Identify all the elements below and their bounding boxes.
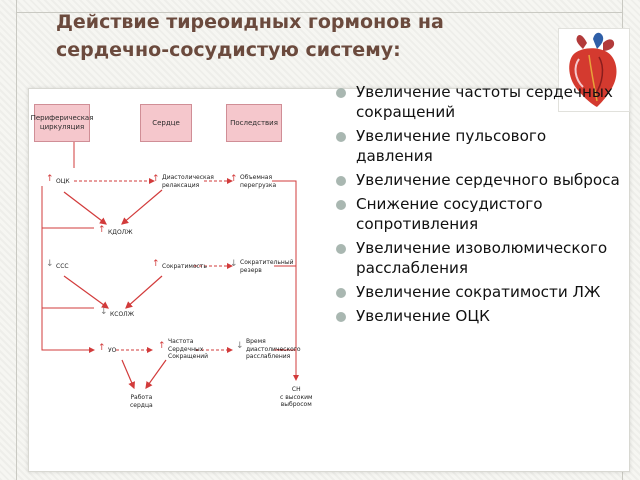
node-volume-overload: Объемная перегрузка — [240, 174, 277, 189]
node-sss: ССС — [56, 263, 69, 270]
increase-arrow-icon: ↑ — [158, 341, 166, 351]
node-diastolic-relaxation: Диастолическая релаксация — [162, 174, 214, 189]
header-heart: Сердце — [140, 104, 192, 142]
slide-title: Действие тиреоидных гормонов на сердечно… — [56, 11, 444, 61]
frame-line — [16, 12, 623, 13]
decrease-arrow-icon: ↓ — [46, 259, 54, 269]
list-item: Увеличение частоты сердечных сокращений — [336, 82, 626, 122]
heart-anatomy-icon — [569, 32, 617, 107]
diagram-connectors — [41, 142, 299, 390]
node-heart-work: Работа сердца — [130, 394, 153, 409]
bullet-icon — [336, 132, 346, 142]
bullet-icon — [336, 200, 346, 210]
list-item: Увеличение изоволюмического расслабления — [336, 238, 626, 278]
decrease-arrow-icon: ↓ — [230, 259, 238, 269]
increase-arrow-icon: ↑ — [98, 343, 106, 353]
bullet-icon — [336, 288, 346, 298]
node-ock: ОЦК — [56, 178, 70, 185]
frame-line — [16, 0, 17, 480]
node-ksolzh: КСОЛЖ — [110, 311, 135, 318]
bullet-icon — [336, 176, 346, 186]
list-item: Снижение сосудистого сопротивления — [336, 194, 626, 234]
node-contractility: Сократимость — [162, 263, 207, 270]
heart-image — [558, 28, 630, 112]
increase-arrow-icon: ↑ — [152, 259, 160, 269]
node-contractile-reserve: Сократительный резерв — [240, 259, 294, 274]
list-item: Увеличение сократимости ЛЖ — [336, 282, 626, 302]
node-high-output-hf: СН с высоким выбросом — [280, 386, 313, 408]
increase-arrow-icon: ↑ — [98, 225, 106, 235]
decrease-arrow-icon: ↓ — [100, 307, 108, 317]
node-kdolzh: КДОЛЖ — [108, 229, 133, 236]
flow-diagram: Периферическая циркуляция Сердце Последс… — [31, 98, 318, 436]
node-diastolic-time: Время диастолического расслабления — [246, 338, 301, 360]
list-item: Увеличение сердечного выброса — [336, 170, 626, 190]
node-uo: УО — [108, 347, 117, 354]
node-heart-rate: Частота Сердечных Сокращений — [168, 338, 209, 360]
decrease-arrow-icon: ↓ — [236, 341, 244, 351]
header-peripheral: Периферическая циркуляция — [31, 104, 93, 142]
increase-arrow-icon: ↑ — [230, 174, 238, 184]
increase-arrow-icon: ↑ — [152, 174, 160, 184]
list-item: Увеличение ОЦК — [336, 306, 626, 326]
bullet-icon — [336, 312, 346, 322]
list-item: Увеличение пульсового давления — [336, 126, 626, 166]
bullet-icon — [336, 88, 346, 98]
header-consequences: Последствия — [226, 104, 282, 142]
increase-arrow-icon: ↑ — [46, 174, 54, 184]
bullet-icon — [336, 244, 346, 254]
effects-list: Увеличение частоты сердечных сокращений … — [336, 82, 626, 330]
